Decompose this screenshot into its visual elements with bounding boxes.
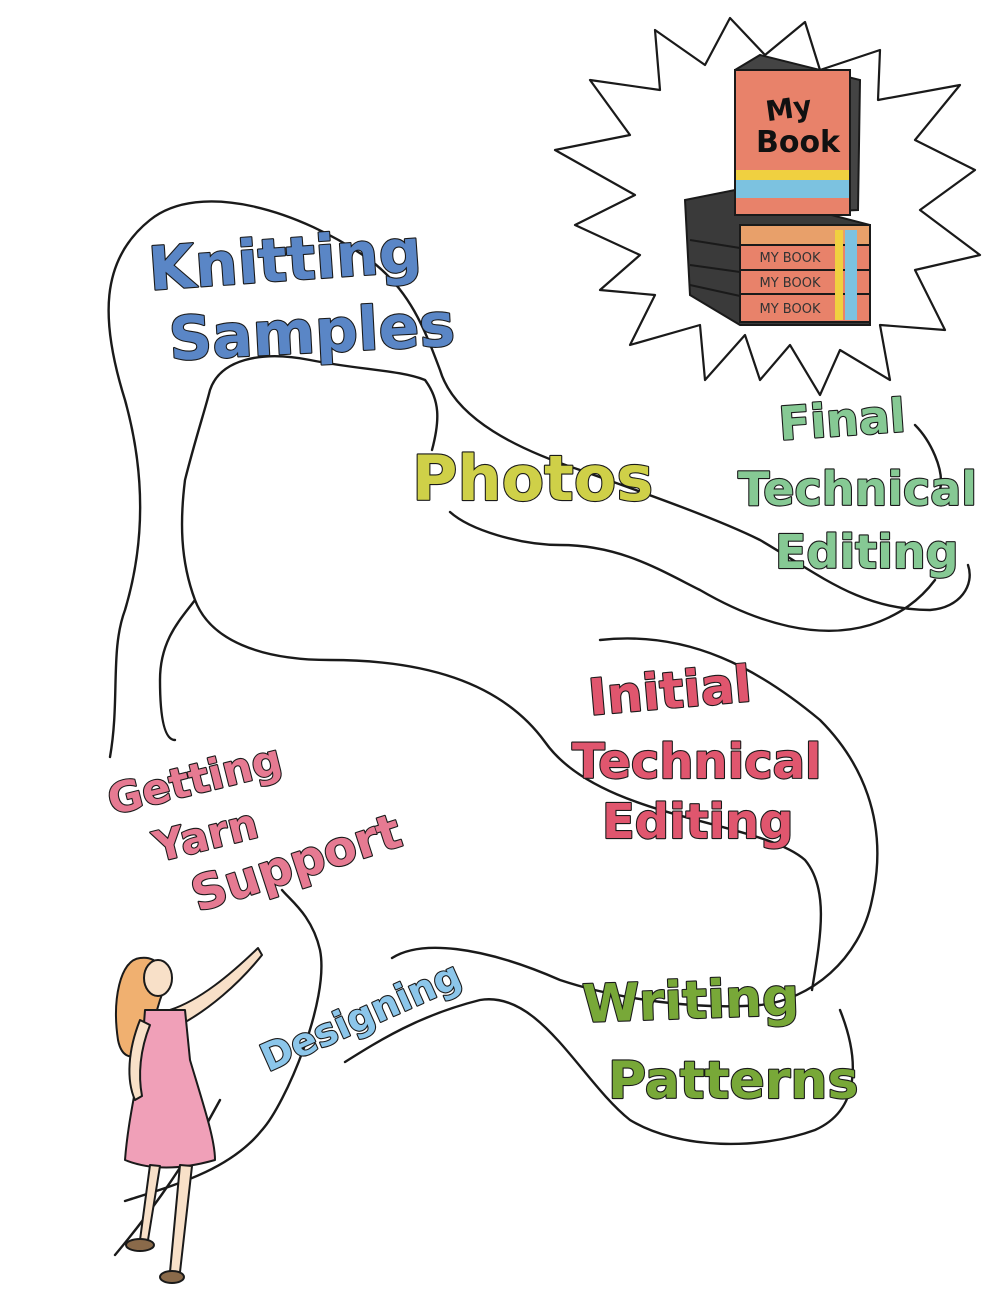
book-spine-label-3: MY BOOK: [760, 302, 821, 317]
knitting-samples-line2: Samples: [167, 290, 456, 375]
step-initial-technical-editing: Initial Technical Editing: [571, 654, 823, 851]
road: [107, 200, 971, 1257]
girl-head: [143, 959, 173, 997]
photos-label: Photos: [412, 442, 653, 515]
stacked-books: [683, 188, 871, 326]
book-stack-icon: My Book MY BOOK MY BOOK MY BOOK: [553, 16, 982, 397]
final-technical-editing-line2: Technical: [738, 462, 977, 516]
girl-shoe-left: [125, 1238, 155, 1252]
step-designing: Designing: [253, 952, 469, 1082]
final-technical-editing-line3: Editing: [775, 525, 959, 579]
book-cover-title-line2: Book: [756, 125, 841, 160]
step-final-technical-editing: Final Technical Editing: [737, 387, 978, 580]
girl-shoe-right: [159, 1270, 185, 1284]
step-getting-yarn-support: Getting Yarn Support: [101, 733, 409, 924]
getting-yarn-support-line1: Getting: [103, 734, 287, 824]
girl-leg-right: [169, 1164, 193, 1273]
writing-patterns-line1: Writing: [581, 967, 800, 1035]
girl-arm: [128, 1019, 151, 1101]
girl-pointing-icon: [115, 947, 263, 1284]
girl-arm-pointing: [169, 947, 263, 1026]
road-outer-edge: [107, 200, 971, 1203]
step-photos: Photos: [411, 441, 655, 516]
top-book: [734, 53, 862, 217]
book-spine-label-2: MY BOOK: [760, 276, 821, 291]
road-inner-edge: [113, 355, 937, 1257]
initial-technical-editing-line3: Editing: [602, 794, 794, 850]
step-writing-patterns: Writing Patterns: [580, 966, 859, 1112]
book-spine-label-1: MY BOOK: [760, 251, 821, 266]
final-technical-editing-line1: Final: [777, 388, 907, 451]
designing-label: Designing: [254, 953, 468, 1080]
step-knitting-samples: Knitting Samples: [145, 215, 458, 376]
initial-technical-editing-line2: Technical: [572, 734, 821, 790]
writing-patterns-line2: Patterns: [608, 1051, 858, 1111]
knitting-samples-line1: Knitting: [146, 216, 424, 305]
initial-technical-editing-line1: Initial: [586, 655, 754, 727]
book-cover-title-line1: My: [764, 89, 814, 128]
